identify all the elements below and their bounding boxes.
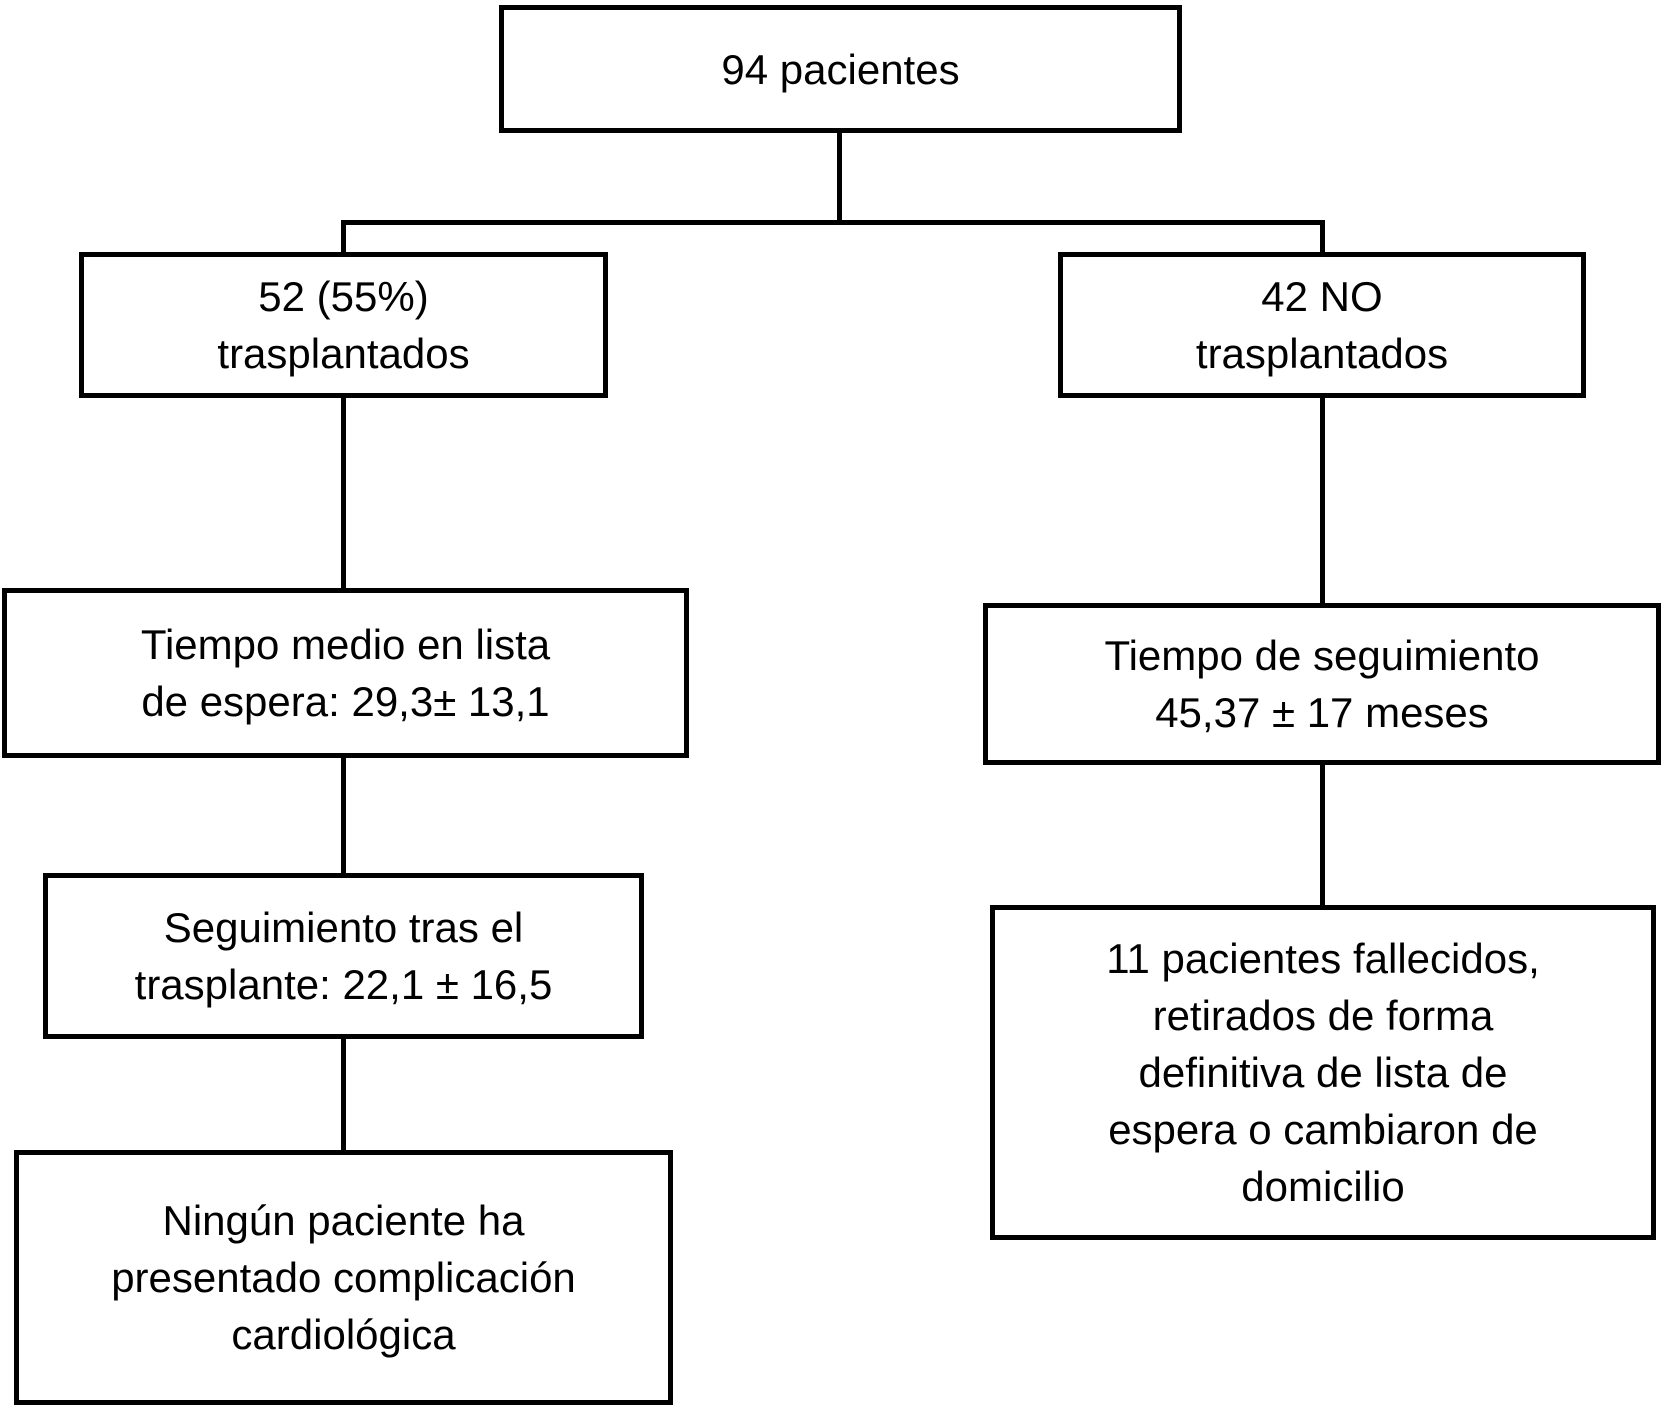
node-label-line: trasplante: 22,1 ± 16,5 [134, 961, 553, 1008]
connector-branch-horizontal [341, 220, 1325, 225]
node-label-line: trasplantados [217, 330, 470, 377]
node-label-line: presentado complicación [111, 1254, 576, 1301]
node-label-line: trasplantados [1195, 330, 1449, 377]
node-total-patients: 94 pacientes [499, 5, 1182, 133]
node-followup-time: Tiempo de seguimiento 45,37 ± 17 meses [983, 603, 1661, 765]
node-label-line: Ningún paciente ha [162, 1197, 525, 1244]
connector-branch-to-not-transplanted [1320, 220, 1325, 254]
node-waitlist-time: Tiempo medio en lista de espera: 29,3± 1… [2, 588, 689, 758]
connector-root-to-branch [837, 133, 842, 225]
node-label-line: 42 NO [1261, 273, 1383, 320]
node-label-line: 11 pacientes fallecidos, [1106, 935, 1540, 982]
node-label-line: de espera: 29,3± 13,1 [141, 678, 550, 725]
node-label-line: Seguimiento tras el [163, 904, 524, 951]
connector-followup-to-no-complications [341, 1037, 346, 1152]
connector-transplanted-to-waitlist-time [341, 396, 346, 590]
node-label-line: cardiológica [231, 1311, 456, 1358]
node-label-line: retirados de forma [1152, 992, 1494, 1039]
node-label-line: 52 (55%) [258, 273, 429, 320]
node-no-cardiac-complications: Ningún paciente ha presentado complicaci… [14, 1150, 673, 1405]
node-label-line: Tiempo de seguimiento [1104, 632, 1540, 679]
node-not-transplanted: 42 NO trasplantados [1058, 252, 1586, 398]
node-label-line: Tiempo medio en lista [140, 621, 551, 668]
node-label-line: 45,37 ± 17 meses [1155, 689, 1489, 736]
connector-waitlist-time-to-followup [341, 756, 346, 875]
connector-not-transplanted-to-followup-time [1320, 396, 1325, 605]
node-deceased-withdrawn: 11 pacientes fallecidos, retirados de fo… [990, 905, 1656, 1240]
node-transplanted: 52 (55%) trasplantados [79, 252, 608, 398]
connector-followup-time-to-deceased [1320, 763, 1325, 907]
node-label-line: espera o cambiaron de [1108, 1106, 1538, 1153]
node-label-line: domicilio [1241, 1163, 1405, 1210]
node-label-line: definitiva de lista de [1138, 1049, 1508, 1096]
connector-branch-to-transplanted [341, 220, 346, 254]
node-label-line: 94 pacientes [721, 45, 960, 93]
node-post-transplant-followup: Seguimiento tras el trasplante: 22,1 ± 1… [43, 873, 644, 1039]
